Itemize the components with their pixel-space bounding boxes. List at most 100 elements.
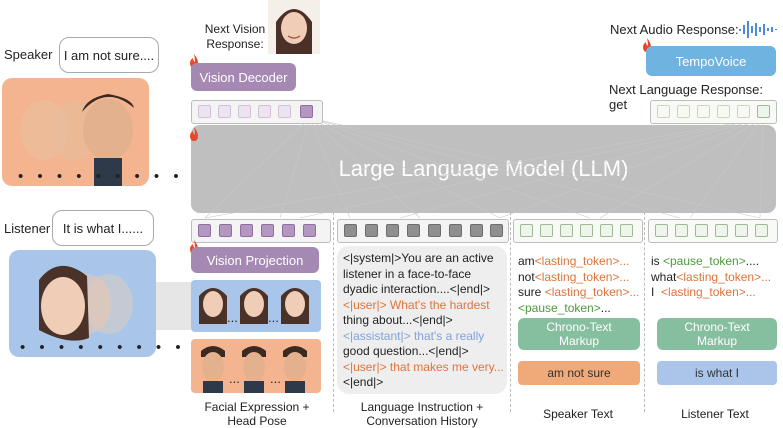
listener-connector — [156, 282, 192, 330]
tempovoice-module: TempoVoice — [646, 46, 776, 76]
listener-chrono-line2: Markup — [696, 334, 737, 348]
listener-tail: .... — [745, 254, 760, 268]
pause-token: <pause_token> — [663, 254, 746, 268]
lasting-token: <lasting_token>... — [661, 285, 756, 299]
next-vision-face-image — [268, 0, 320, 54]
speaker-frame-dots: • • • • • • • • • — [18, 168, 184, 185]
next-audio-label: Next Audio Response: — [610, 22, 739, 37]
speaker-chrono-line1: Chrono-Text — [546, 320, 612, 334]
speaker-text-output: am not sure — [518, 361, 640, 385]
listener-face-frames: ... ... — [191, 280, 321, 332]
column-divider — [510, 212, 511, 412]
vision-input-token-row — [191, 219, 331, 243]
next-vision-label-line2: Response: — [206, 37, 264, 51]
speaker-chrono-markup-module: Chrono-Text Markup — [518, 318, 640, 350]
speaker-text-token — [520, 224, 533, 237]
lasting-token: <lasting_token>... — [534, 254, 630, 268]
vision-output-token-active — [300, 105, 313, 118]
instruction-input-token — [428, 224, 441, 237]
vision-input-token — [261, 224, 274, 237]
language-output-token — [677, 105, 690, 118]
listener-text-token — [715, 224, 728, 237]
language-output-token — [657, 105, 670, 118]
listener-label: Listener — [4, 221, 51, 236]
speaker-text-token-row — [513, 219, 643, 243]
vision-caption-line2: Head Pose — [227, 414, 287, 428]
vision-caption-line1: Facial Expression + — [204, 400, 310, 414]
listener-chrono-markup-module: Chrono-Text Markup — [657, 318, 777, 350]
speaker-text-token — [540, 224, 553, 237]
instruction-line: dyadic interaction....<|end|> — [343, 282, 490, 296]
instruction-input-token — [490, 224, 503, 237]
next-vision-label-line1: Next Vision — [204, 22, 266, 36]
next-language-label: Next Language Response: get — [609, 82, 763, 112]
listener-frame-dots: • • • • • • • • • — [20, 339, 186, 356]
listener-text-token — [675, 224, 688, 237]
instruction-text-panel: <|system|>You are an active listener in … — [337, 246, 507, 394]
instruction-line: <|end|> — [343, 375, 384, 389]
next-vision-label: Next Vision Response: — [190, 22, 280, 52]
listener-panel — [9, 250, 156, 357]
instruction-caption-line1: Language Instruction + — [360, 400, 484, 414]
speaker-text-token — [580, 224, 593, 237]
instruction-line: listener in a face-to-face — [343, 266, 472, 281]
speaker-text-content: am<lasting_token>... not<lasting_token>.… — [518, 254, 642, 316]
speaker-face-frames: ... ... — [191, 339, 321, 393]
waveform-icon — [739, 21, 777, 38]
lasting-token: <lasting_token>... — [676, 269, 772, 284]
listener-text-token — [755, 224, 768, 237]
instruction-line-user: <|user|> What's the hardest — [343, 297, 490, 312]
instruction-input-token — [365, 224, 378, 237]
vision-output-token — [198, 105, 211, 118]
listener-text-token — [695, 224, 708, 237]
speaker-chrono-line2: Markup — [558, 334, 599, 348]
listener-text-token — [655, 224, 668, 237]
speaker-text-token — [620, 224, 633, 237]
vision-output-token — [278, 105, 291, 118]
column-divider — [333, 212, 334, 412]
vision-output-token-row — [191, 100, 323, 124]
listener-text-output: is what I — [657, 361, 777, 385]
instruction-input-token — [386, 224, 399, 237]
speaker-panel — [2, 78, 149, 186]
instruction-input-token — [344, 224, 357, 237]
instruction-line: thing about...<|end|> — [343, 313, 453, 327]
vision-output-token — [218, 105, 231, 118]
instruction-input-token — [407, 224, 420, 237]
speaker-tail: ... — [600, 300, 611, 315]
fire-icon — [190, 127, 198, 141]
frames-ellipsis: ... — [268, 310, 279, 325]
language-output-token — [737, 105, 750, 118]
instruction-line: good question...<|end|> — [343, 344, 469, 358]
pause-token: <pause_token> — [518, 300, 601, 315]
instruction-line-user: <|user|> that makes me very... — [343, 359, 504, 374]
vision-input-token — [198, 224, 211, 237]
speaker-text-caption: Speaker Text — [543, 407, 613, 421]
speaker-speech-bubble: I am not sure.... — [59, 37, 159, 73]
vision-input-token — [240, 224, 253, 237]
instruction-line: <|system|>You are an active — [343, 251, 494, 265]
speaker-text-token — [600, 224, 613, 237]
instruction-input-token-row — [337, 219, 509, 243]
speaker-text-token — [560, 224, 573, 237]
listener-word: I — [651, 285, 662, 299]
instruction-input-token — [449, 224, 462, 237]
language-output-token — [697, 105, 710, 118]
lasting-token: <lasting_token>... — [534, 269, 630, 284]
vision-projection-module: Vision Projection — [191, 247, 319, 273]
instruction-caption-line2: Conversation History — [366, 414, 478, 428]
listener-text-content: is <pause_token>.... what<lasting_token>… — [651, 254, 779, 301]
vision-input-token — [219, 224, 232, 237]
vision-input-token — [303, 224, 316, 237]
vision-input-token — [282, 224, 295, 237]
vision-output-token — [258, 105, 271, 118]
listener-chrono-line1: Chrono-Text — [684, 320, 750, 334]
instruction-input-token — [470, 224, 483, 237]
llm-block: Large Language Model (LLM) — [191, 125, 776, 213]
listener-face-image — [39, 265, 133, 341]
speaker-word: sure — [518, 285, 545, 299]
vision-decoder-module: Vision Decoder — [191, 63, 296, 91]
speaker-label: Speaker — [4, 47, 53, 62]
instruction-line-assistant: <|assistant|> that's a really — [343, 328, 485, 343]
